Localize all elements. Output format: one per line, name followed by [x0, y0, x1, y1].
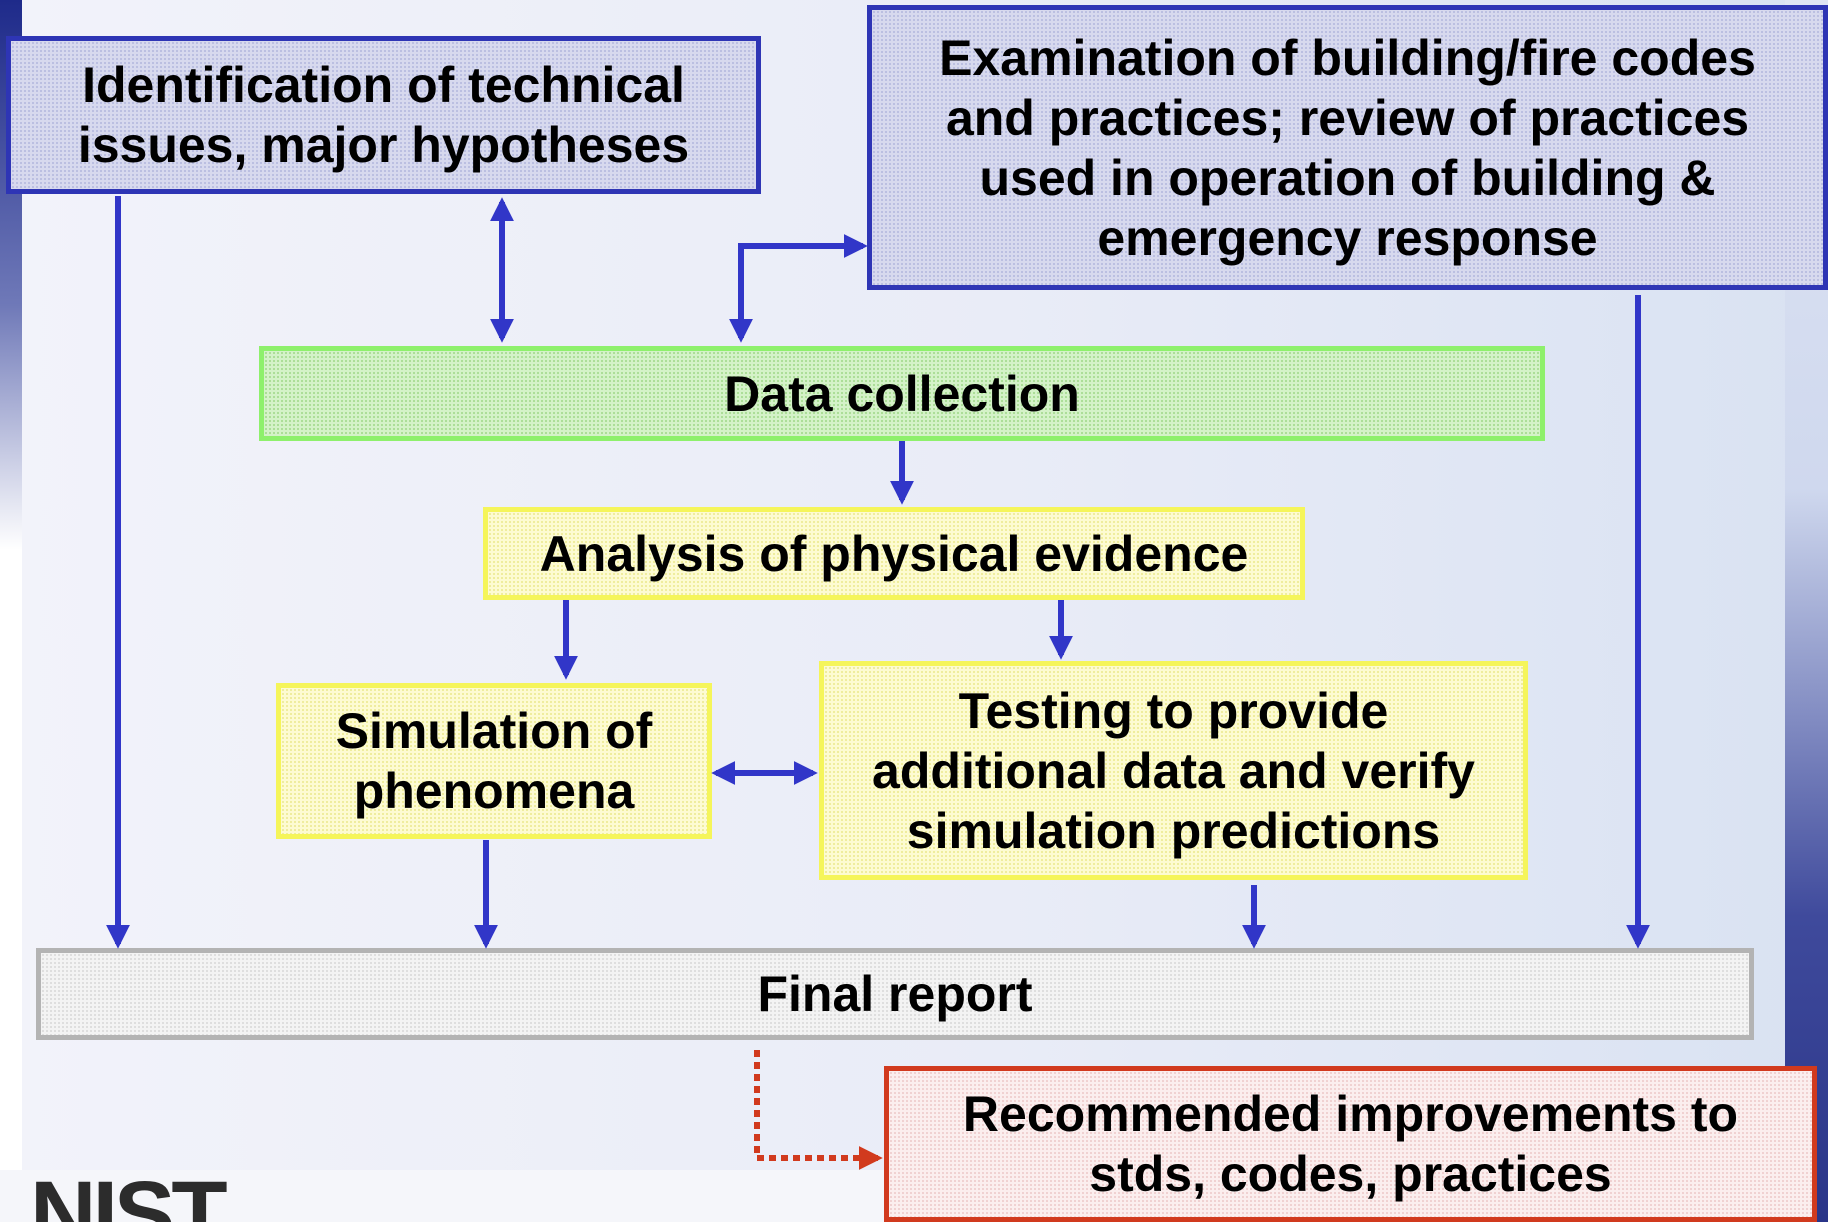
analysis-label: Analysis of physical evidence — [539, 525, 1249, 582]
final-report-label: Final report — [757, 966, 1033, 1022]
examination-box: Examination of building/fire codes and p… — [867, 5, 1828, 290]
bottom-band — [0, 1170, 900, 1222]
analysis-box: Analysis of physical evidence — [483, 507, 1305, 600]
data-collection-label: Data collection — [724, 365, 1080, 422]
nist-logo: NIST — [30, 1175, 231, 1222]
final-report-box: Final report — [36, 948, 1754, 1040]
testing-box: Testing to provide additional data and v… — [819, 661, 1528, 880]
left-decorative-band — [0, 0, 22, 1222]
testing-label: Testing to provide additional data and v… — [872, 682, 1475, 859]
recommended-label: Recommended improvements to stds, codes,… — [962, 1086, 1739, 1202]
simulation-box: Simulation of phenomena — [276, 683, 712, 839]
identification-box: Identification of technical issues, majo… — [6, 36, 761, 194]
arrow-data-examination-bidirectional — [729, 234, 868, 343]
recommended-box: Recommended improvements to stds, codes,… — [884, 1066, 1817, 1222]
nist-logo-text: NIST — [30, 1175, 227, 1222]
examination-label: Examination of building/fire codes and p… — [939, 29, 1756, 266]
data-collection-box: Data collection — [259, 346, 1545, 441]
simulation-label: Simulation of phenomena — [335, 703, 653, 819]
arrow-final-to-recommended-dotted — [754, 1050, 883, 1170]
identification-label: Identification of technical issues, majo… — [77, 57, 690, 173]
